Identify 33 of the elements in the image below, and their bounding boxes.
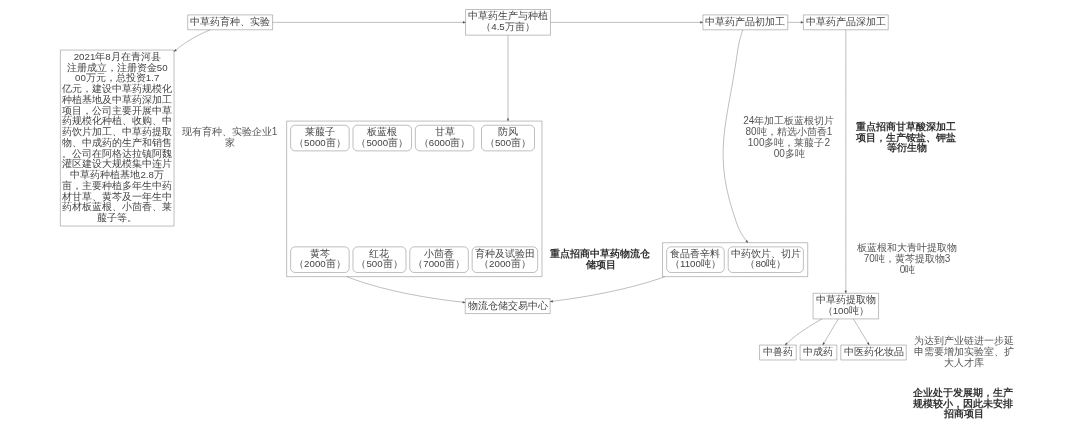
- node-box: 小茴香（7000亩）: [409, 246, 469, 273]
- label: 板蓝根和大青叶提取物70吨，黄芩提取物30吨: [856, 242, 957, 276]
- arrow: [722, 29, 748, 243]
- label: 企业处于发展期，生产规模较小，因此未安排招商项目: [912, 387, 1013, 419]
- arrow: [784, 318, 822, 346]
- arrow: [549, 21, 703, 24]
- label: 重点招商中草药物流仓储项目: [549, 248, 650, 270]
- arrow: [844, 29, 847, 294]
- node-box: 中草药产品初加工: [702, 14, 788, 30]
- node-box: 莱菔子（5000亩）: [289, 125, 349, 152]
- node-box: 防风（500亩）: [480, 125, 535, 152]
- node-box: 甘草（6000亩）: [414, 125, 474, 152]
- arrow: [852, 318, 869, 346]
- label: 24年加工板蓝根切片80吨，精选小茴香1100多吨，莱菔子200多吨: [742, 114, 834, 160]
- label: 重点招商甘草酸深加工项目，生产铵盐、钾盐等衍生物: [855, 121, 956, 154]
- arrow: [549, 276, 665, 303]
- arrow: [787, 21, 804, 24]
- node-box: 中药饮片、切片（80吨）: [727, 246, 804, 273]
- node-box: 红花（500亩）: [352, 246, 406, 273]
- label: 为达到产业链进一步延申需要增加实验室、扩大人才库: [913, 334, 1014, 369]
- arrow: [173, 29, 210, 52]
- node-box: 2021年8月在青河县注册成立，注册资金5000万元，总投资1.7亿元，建设中草药规模化种植基地及中草药深加工项目，公司主要开展中草药规模化种植、收购、中药饮片加工、中草药提取物、中成药的生产和销售。公司在阿格达拉镇阿魏灌区建设大规模集中连片中草药种植基地2.8万亩，主要种植多年生中药材甘草、黄芩及一年生中药材板蓝根、小茴香、莱菔子等。: [59, 49, 174, 227]
- node-box: 育种及试验田（2000亩）: [471, 246, 538, 273]
- node-box: 黄芩（2000亩）: [289, 246, 349, 273]
- label: 现有育种、实验企业1家: [181, 126, 277, 149]
- node-box: 中草药育种、实验: [187, 14, 273, 30]
- arrow: [822, 318, 838, 346]
- node-box: 食品香辛料（1100吨）: [666, 246, 724, 273]
- node-box: 中草药提取物（100吨）: [812, 293, 879, 320]
- arrow: [346, 276, 465, 304]
- arrow: [271, 21, 466, 24]
- node-box: 板蓝根（5000亩）: [352, 125, 412, 152]
- arrow: [506, 35, 509, 122]
